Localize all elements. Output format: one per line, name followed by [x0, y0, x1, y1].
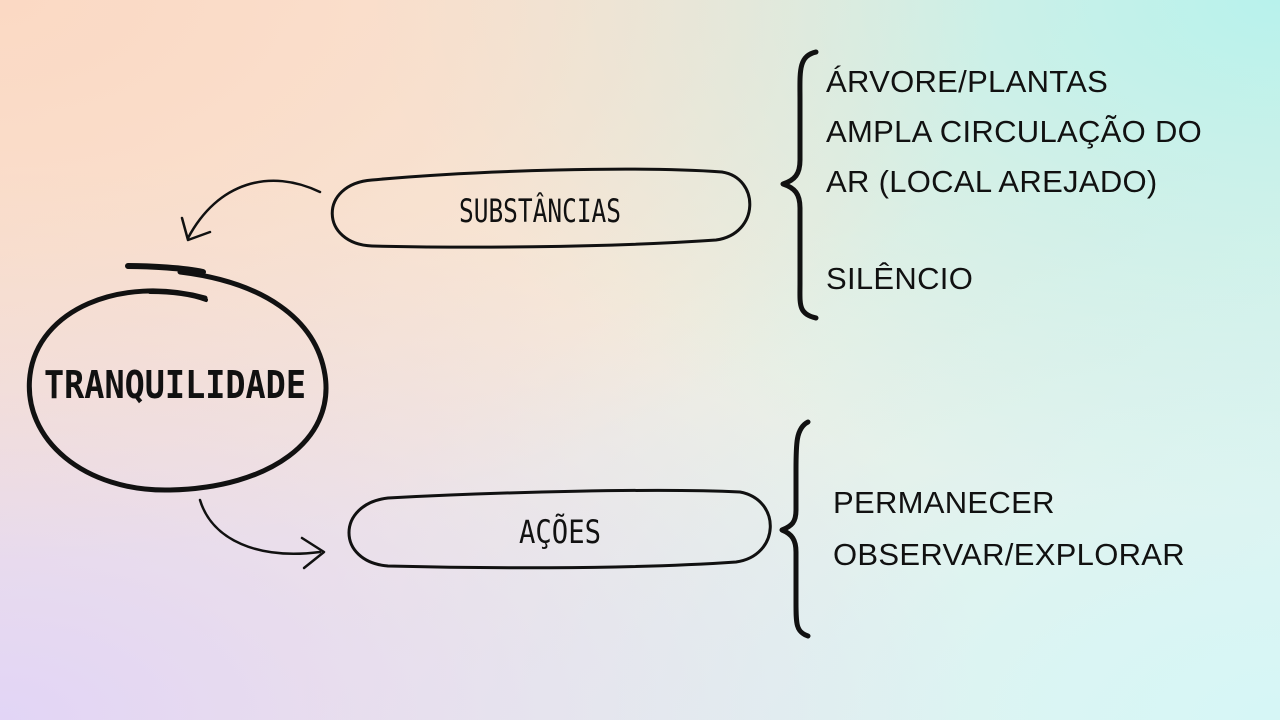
central-node-outline [26, 269, 329, 493]
substancias-item: SILÊNCIO [826, 261, 974, 296]
branch-acoes: AÇÕES [198, 419, 811, 639]
branch-node-outline [330, 167, 752, 249]
branch-node-label: AÇÕES [519, 513, 601, 551]
central-node: TRANQUILIDADE [26, 263, 329, 493]
curly-brace [780, 49, 819, 321]
acoes-item: PERMANECER [833, 485, 1055, 520]
branch-node-label: SUBSTÂNCIAS [459, 192, 621, 230]
acoes-item: OBSERVAR/EXPLORAR [833, 537, 1185, 572]
arrow-to-center [186, 179, 322, 240]
arrow-from-center [198, 498, 322, 555]
central-node-stroke-accent [125, 263, 206, 275]
curly-brace [779, 419, 811, 639]
substancias-item: AR (LOCAL AREJADO) [826, 164, 1158, 199]
substancias-item: AMPLA CIRCULAÇÃO DO [826, 114, 1203, 149]
arrow-head [180, 216, 212, 242]
substancias-item: ÁRVORE/PLANTAS [826, 64, 1109, 99]
branch-node-outline [347, 488, 772, 570]
central-node-stroke-accent-2 [148, 290, 208, 302]
branch-substancias: SUBSTÂNCIAS [180, 49, 819, 321]
arrow-head [300, 536, 326, 570]
central-node-label: TRANQUILIDADE [44, 363, 306, 407]
